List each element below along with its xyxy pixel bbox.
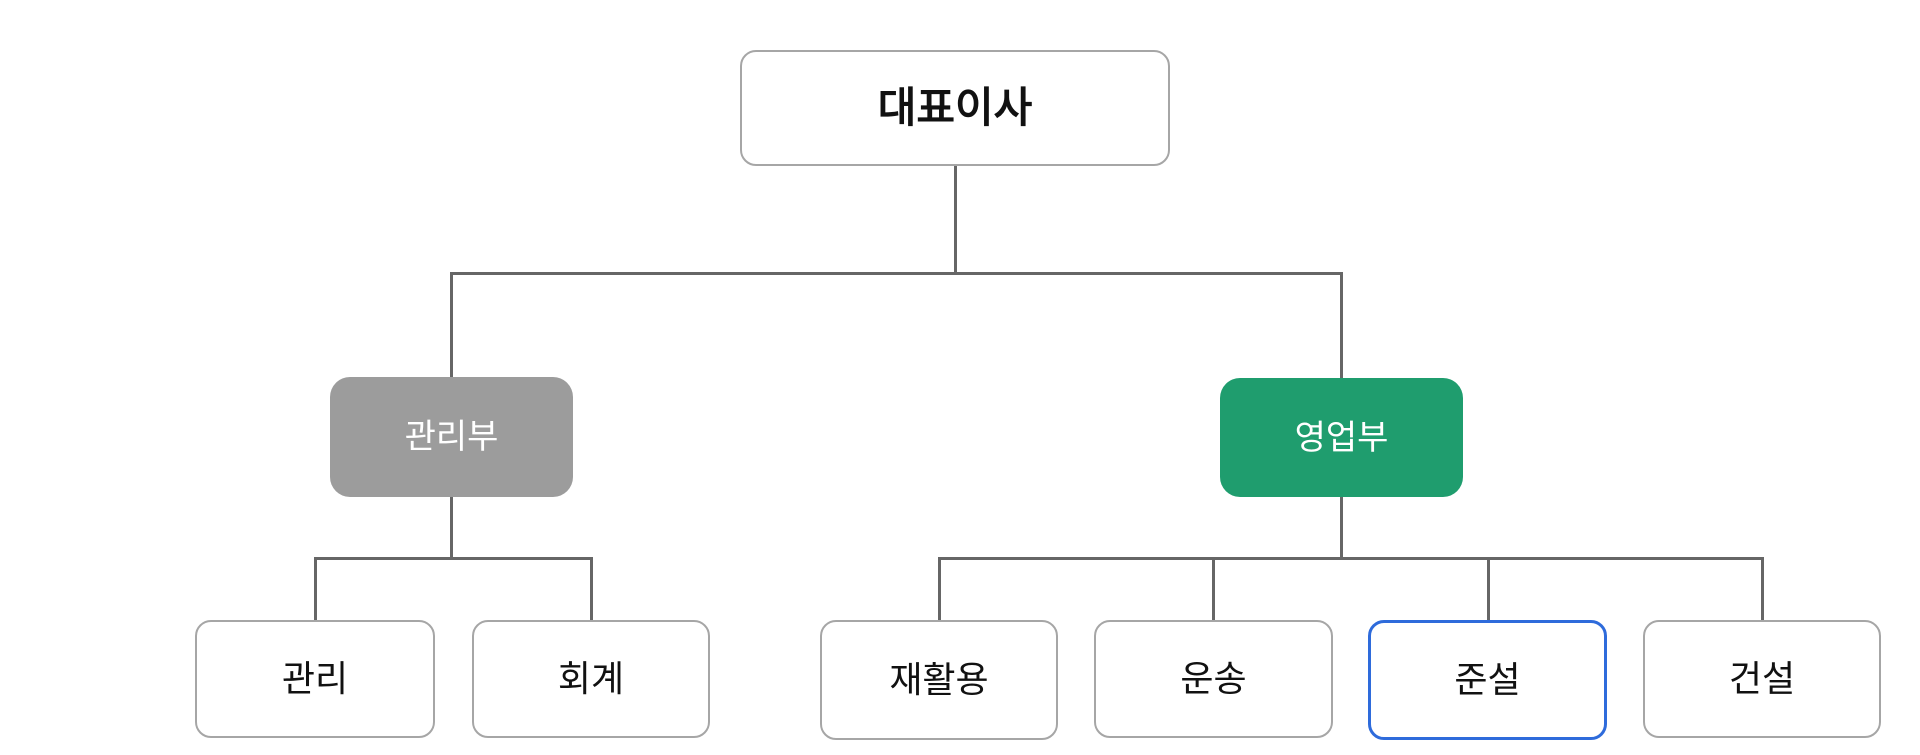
org-node-transport[interactable]: 운송	[1094, 620, 1333, 738]
org-node-management-label: 관리	[281, 658, 349, 699]
connector-ceo-drop	[954, 166, 957, 272]
connector-accounting-in	[590, 557, 593, 620]
org-node-accounting-label: 회계	[557, 658, 625, 699]
org-node-recycling[interactable]: 재활용	[820, 620, 1058, 740]
org-node-sales-dept[interactable]: 영업부	[1220, 378, 1463, 497]
connector-construction-in	[1761, 557, 1764, 620]
connector-sales-dept-in	[1340, 272, 1343, 378]
connector-level2-bus	[450, 272, 1343, 275]
org-node-construction[interactable]: 건설	[1643, 620, 1881, 738]
org-node-transport-label: 운송	[1180, 658, 1247, 699]
org-node-management[interactable]: 관리	[195, 620, 435, 738]
connector-management-dept-in	[450, 272, 453, 377]
connector-transport-in	[1212, 557, 1215, 620]
org-node-recycling-label: 재활용	[889, 659, 989, 700]
connector-sales-dept-drop	[1340, 497, 1343, 557]
org-node-dredging-selected[interactable]: 준설	[1368, 620, 1607, 740]
connector-recycling-in	[938, 557, 941, 620]
connector-management-in	[314, 557, 317, 620]
org-node-dredging-label: 준설	[1454, 659, 1521, 700]
org-node-sales-dept-label: 영업부	[1294, 418, 1389, 457]
connector-management-dept-drop	[450, 497, 453, 557]
org-node-management-dept[interactable]: 관리부	[330, 377, 573, 497]
org-node-construction-label: 건설	[1728, 658, 1796, 699]
connector-level3-right-bus	[938, 557, 1764, 560]
connector-dredging-in	[1487, 557, 1490, 620]
org-node-ceo-label: 대표이사	[877, 84, 1033, 131]
connector-level3-left-bus	[314, 557, 593, 560]
org-node-ceo[interactable]: 대표이사	[740, 50, 1170, 166]
org-node-management-dept-label: 관리부	[404, 418, 499, 456]
org-node-accounting[interactable]: 회계	[472, 620, 710, 738]
